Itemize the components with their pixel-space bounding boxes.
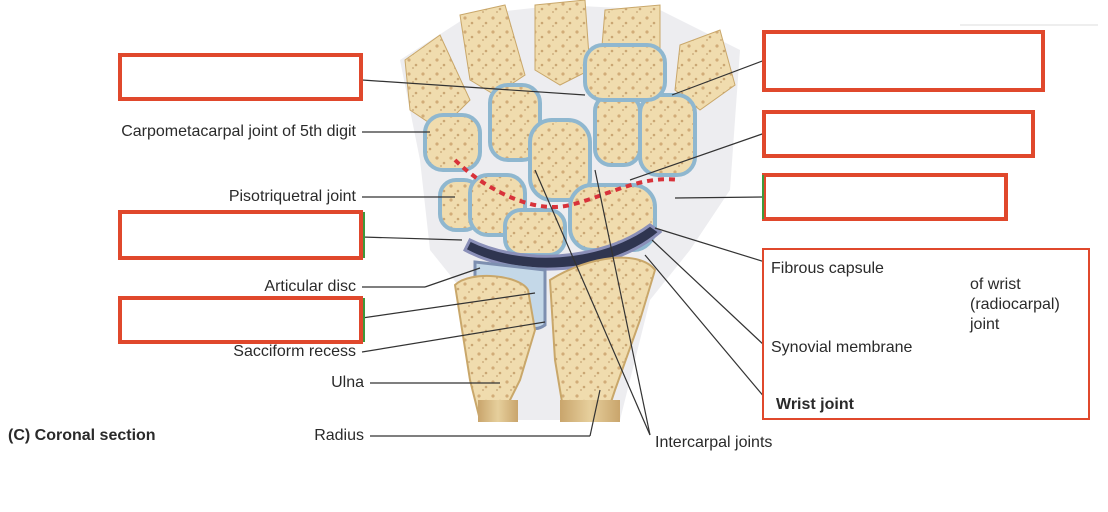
blank-answer-box-2[interactable] (118, 210, 363, 260)
midcarpal-dotted-line (453, 158, 681, 209)
lunate (503, 208, 567, 257)
label-joint: joint (970, 316, 1000, 333)
green-edge-6 (762, 175, 764, 219)
radius-shaft (560, 400, 620, 422)
label-of-wrist: of wrist (970, 276, 1021, 293)
metacarpal-3 (534, 0, 591, 86)
label-wrist-joint: Wrist joint (776, 396, 854, 413)
wrist-joint-answer-box (762, 248, 1090, 420)
leader-lines (361, 59, 766, 437)
hamate (423, 113, 482, 172)
label-articular-disc: Articular disc (264, 278, 356, 295)
label-pisotriquetral: Pisotriquetral joint (228, 188, 356, 205)
label-carpometacarpal: Carpometacarpal joint of 5th digit (121, 123, 356, 140)
label-radiocarpal: (radiocarpal) (970, 296, 1060, 313)
label-fibrous-capsule: Fibrous capsule (771, 260, 884, 277)
blank-answer-box-5[interactable] (762, 110, 1035, 158)
blank-answer-box-3[interactable] (118, 296, 363, 344)
ulna-shaft (478, 400, 518, 422)
label-sacciform-recess: Sacciform recess (233, 343, 356, 360)
label-intercarpal-joints: Intercarpal joints (655, 434, 773, 451)
capitate-head (528, 118, 592, 202)
blank-answer-box-1[interactable] (118, 53, 363, 101)
caption: (C) Coronal section (8, 427, 156, 444)
label-synovial-membrane: Synovial membrane (771, 339, 913, 356)
blank-answer-box-6[interactable] (762, 173, 1008, 221)
metacarpal-1 (674, 29, 736, 111)
label-radius: Radius (314, 427, 364, 444)
trapezoid (593, 93, 642, 167)
green-edge-2 (363, 212, 365, 258)
carpal-top (583, 43, 667, 102)
blank-answer-box-4[interactable] (762, 30, 1045, 92)
label-ulna: Ulna (331, 374, 364, 391)
trapezium (638, 93, 697, 177)
green-edge-3 (363, 298, 365, 342)
